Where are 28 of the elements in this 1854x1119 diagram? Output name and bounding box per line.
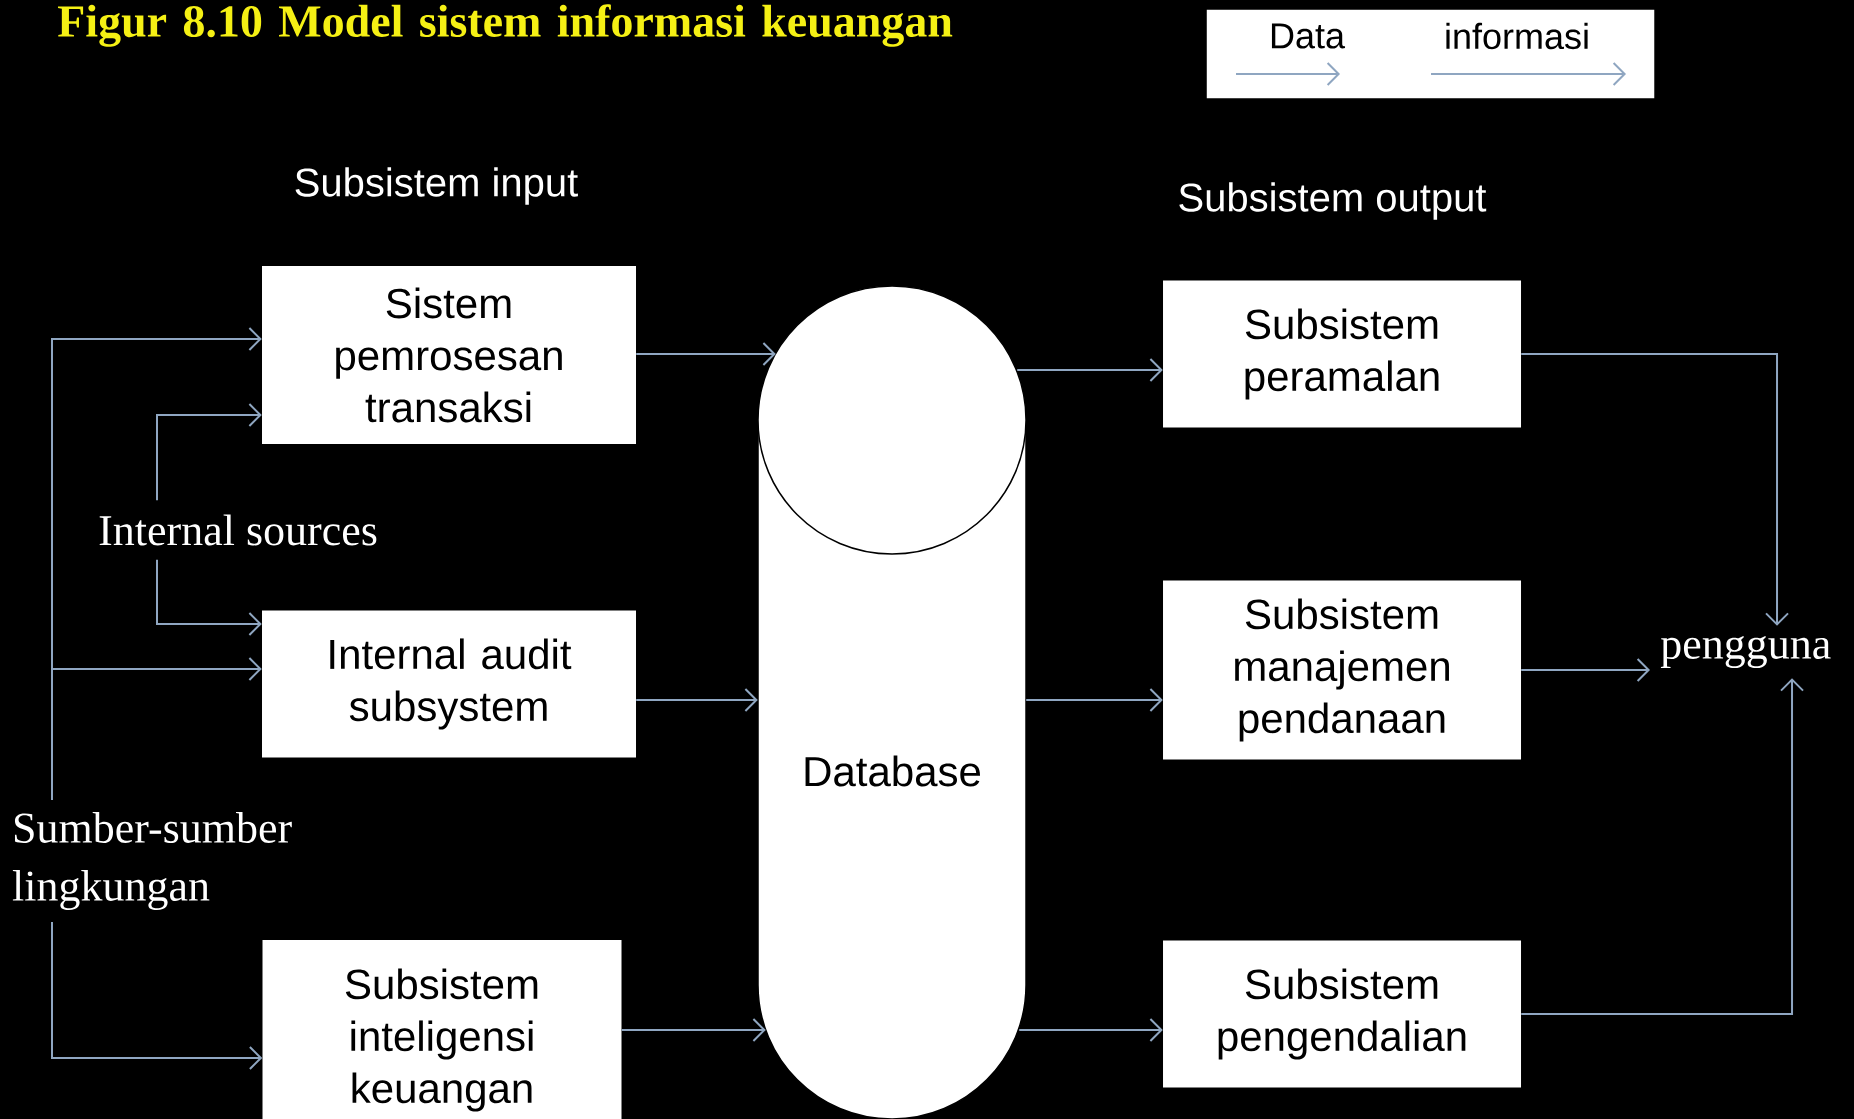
process-box: Subsistem inteligensi keuangan xyxy=(262,940,622,1119)
section-heading: Subsistem input xyxy=(295,167,578,205)
arrow xyxy=(620,1018,766,1042)
legend-label: informasi xyxy=(1446,22,1588,50)
process-box: Subsistem manajemen pendanaan xyxy=(1163,580,1521,760)
process-box: Subsistem pengendalian xyxy=(1163,940,1521,1088)
legend-label: Data xyxy=(1271,23,1345,49)
arrow xyxy=(156,403,262,502)
arrow xyxy=(1520,678,1805,1015)
title: Figur 8.10 Model sistem informasi keuangan xyxy=(58,4,953,47)
arrow xyxy=(635,342,776,366)
arrow xyxy=(635,688,758,712)
arrow xyxy=(1016,358,1163,382)
process-box: Subsistem peramalan xyxy=(1163,280,1521,428)
arrow xyxy=(156,558,262,636)
source-label: Internal sources xyxy=(99,514,377,546)
user-label: pengguna xyxy=(1660,636,1831,669)
arrow xyxy=(1025,688,1163,712)
arrow xyxy=(51,921,263,1070)
process-box: Internal audit subsystem xyxy=(262,610,636,758)
arrow xyxy=(1018,1018,1163,1042)
process-box: Sistem pemrosesan transaksi xyxy=(262,266,636,444)
database-cylinder: Database xyxy=(757,285,1027,1119)
source-label: Sumber-sumber lingkungan xyxy=(12,812,292,911)
arrow xyxy=(1520,658,1651,682)
section-heading: Subsistem output xyxy=(1179,182,1487,220)
arrow xyxy=(51,657,262,801)
arrow xyxy=(1520,353,1790,626)
